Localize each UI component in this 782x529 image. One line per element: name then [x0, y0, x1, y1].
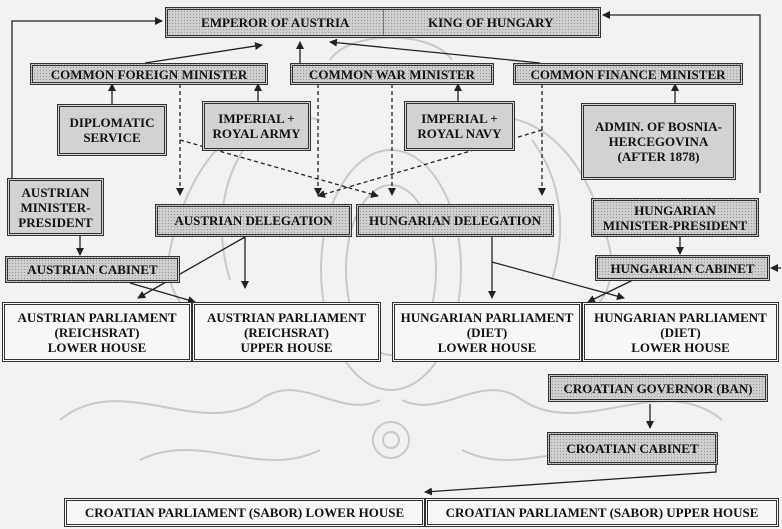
- arrow-hungarian-cabinet-to-lower: [587, 279, 634, 303]
- emperor-king-divider: [382, 10, 384, 35]
- hungarian-delegation-label: HUNGARIAN DELEGATION: [368, 213, 542, 228]
- arrow-austrian-cabinet-to-upper: [129, 282, 196, 304]
- austrian-mp-line-1: AUSTRIAN: [21, 184, 90, 200]
- navy-line-2: ROYAL NAVY: [417, 126, 502, 141]
- hungarian-parliament-lower-house-box-2: HUNGARIAN PARLIAMENT (DIET) LOWER HOUSE: [582, 302, 779, 362]
- dashed-foreign-to-hungarian-delegation: [179, 139, 379, 198]
- diplomatic-service-line-2: SERVICE: [83, 130, 141, 145]
- hungarian-cabinet-label: HUNGARIAN CABINET: [610, 260, 755, 276]
- croatian-sabor-lower-house-box: CROATIAN PARLIAMENT (SABOR) LOWER HOUSE: [64, 498, 425, 527]
- arrow-cabinet-to-sabor: [424, 465, 717, 496]
- austrian-parliament-upper-house-box: AUSTRIAN PARLIAMENT (REICHSRAT) UPPER HO…: [192, 302, 381, 362]
- hungarian-lower-2-line-3: LOWER HOUSE: [631, 339, 730, 355]
- croatian-cabinet-box: CROATIAN CABINET: [547, 432, 718, 465]
- austrian-upper-line-2: (REICHSRAT): [244, 324, 329, 340]
- hungarian-lower-1-line-3: LOWER HOUSE: [437, 339, 537, 355]
- hungarian-lower-2-line-1: HUNGARIAN PARLIAMENT: [594, 309, 767, 325]
- hungarian-delegation-box: HUNGARIAN DELEGATION: [356, 204, 554, 237]
- bosnia-line-2: HERCEGOVINA: [608, 134, 709, 149]
- hungarian-mp-line-1: HUNGARIAN: [634, 202, 716, 218]
- austrian-lower-line-2: (REICHSRAT): [54, 324, 140, 340]
- common-finance-minister-label: COMMON FINANCE MINISTER: [530, 66, 726, 82]
- arrow-austrian-mp-to-emperor: [11, 17, 163, 178]
- austrian-lower-line-1: AUSTRIAN PARLIAMENT: [17, 309, 177, 325]
- common-foreign-minister-box: COMMON FOREIGN MINISTER: [30, 63, 268, 85]
- croatian-cabinet-label: CROATIAN CABINET: [566, 441, 699, 456]
- army-line-1: IMPERIAL +: [218, 111, 295, 126]
- navy-line-1: IMPERIAL +: [421, 111, 498, 126]
- arrow-foreign-to-emperor: [144, 42, 263, 64]
- bosnia-line-3: (AFTER 1878): [617, 149, 700, 164]
- hungarian-lower-2-line-2: (DIET): [660, 324, 701, 340]
- emperor-of-austria: EMPEROR OF AUSTRIA: [201, 15, 350, 30]
- arrow-austrian-delegation-to-lower: [137, 236, 246, 299]
- austrian-mp-line-2: MINISTER-: [20, 199, 91, 215]
- hungarian-cabinet-box: HUNGARIAN CABINET: [595, 255, 770, 281]
- austrian-cabinet-label: AUSTRIAN CABINET: [27, 262, 158, 277]
- austrian-mp-line-3: PRESIDENT: [18, 214, 93, 230]
- austrian-delegation-box: AUSTRIAN DELEGATION: [155, 204, 352, 237]
- hungarian-lower-1-line-1: HUNGARIAN PARLIAMENT: [400, 309, 574, 325]
- austrian-cabinet-box: AUSTRIAN CABINET: [5, 256, 180, 283]
- common-war-minister-label: COMMON WAR MINISTER: [309, 66, 475, 82]
- austrian-minister-president-box: AUSTRIAN MINISTER- PRESIDENT: [7, 178, 104, 236]
- austrian-parliament-lower-house-box: AUSTRIAN PARLIAMENT (REICHSRAT) LOWER HO…: [2, 302, 192, 362]
- arrow-finance-to-emperor: [329, 38, 541, 64]
- croatian-sabor-lower-label: CROATIAN PARLIAMENT (SABOR) LOWER HOUSE: [84, 505, 405, 520]
- arrow-hungarian-delegation-to-lower-2: [491, 261, 625, 301]
- austrian-delegation-label: AUSTRIAN DELEGATION: [174, 213, 333, 228]
- croatian-sabor-upper-house-box: CROATIAN PARLIAMENT (SABOR) UPPER HOUSE: [425, 498, 779, 527]
- austrian-lower-line-3: LOWER HOUSE: [47, 339, 147, 355]
- bosnia-line-1: ADMIN. OF BOSNIA-: [595, 119, 722, 134]
- austrian-upper-line-1: AUSTRIAN PARLIAMENT: [206, 309, 367, 325]
- austrian-upper-line-3: UPPER HOUSE: [240, 339, 333, 355]
- hungarian-lower-1-line-2: (DIET): [466, 324, 508, 340]
- emperor-king-box: EMPEROR OF AUSTRIA KING OF HUNGARY: [165, 7, 601, 38]
- diplomatic-service-box: DIPLOMATIC SERVICE: [57, 104, 167, 156]
- bosnia-administration-box: ADMIN. OF BOSNIA- HERCEGOVINA (AFTER 187…: [581, 103, 736, 180]
- croatian-governor-box: CROATIAN GOVERNOR (BAN): [548, 374, 768, 402]
- common-war-minister-box: COMMON WAR MINISTER: [290, 63, 494, 85]
- arrow-hungarian-mp-to-emperor: [602, 11, 761, 193]
- king-of-hungary: KING OF HUNGARY: [428, 15, 554, 30]
- common-finance-minister-box: COMMON FINANCE MINISTER: [513, 63, 743, 85]
- army-line-2: ROYAL ARMY: [212, 126, 301, 141]
- imperial-royal-navy-box: IMPERIAL + ROYAL NAVY: [404, 101, 515, 151]
- imperial-royal-army-box: IMPERIAL + ROYAL ARMY: [202, 101, 311, 151]
- croatian-sabor-upper-label: CROATIAN PARLIAMENT (SABOR) UPPER HOUSE: [445, 505, 759, 520]
- croatian-governor-label: CROATIAN GOVERNOR (BAN): [563, 380, 753, 396]
- hungarian-parliament-lower-house-box-1: HUNGARIAN PARLIAMENT (DIET) LOWER HOUSE: [392, 302, 582, 362]
- hungarian-mp-line-2: MINISTER-PRESIDENT: [602, 217, 748, 233]
- diplomatic-service-line-1: DIPLOMATIC: [69, 115, 155, 130]
- common-foreign-minister-label: COMMON FOREIGN MINISTER: [50, 66, 248, 82]
- hungarian-minister-president-box: HUNGARIAN MINISTER-PRESIDENT: [591, 198, 759, 237]
